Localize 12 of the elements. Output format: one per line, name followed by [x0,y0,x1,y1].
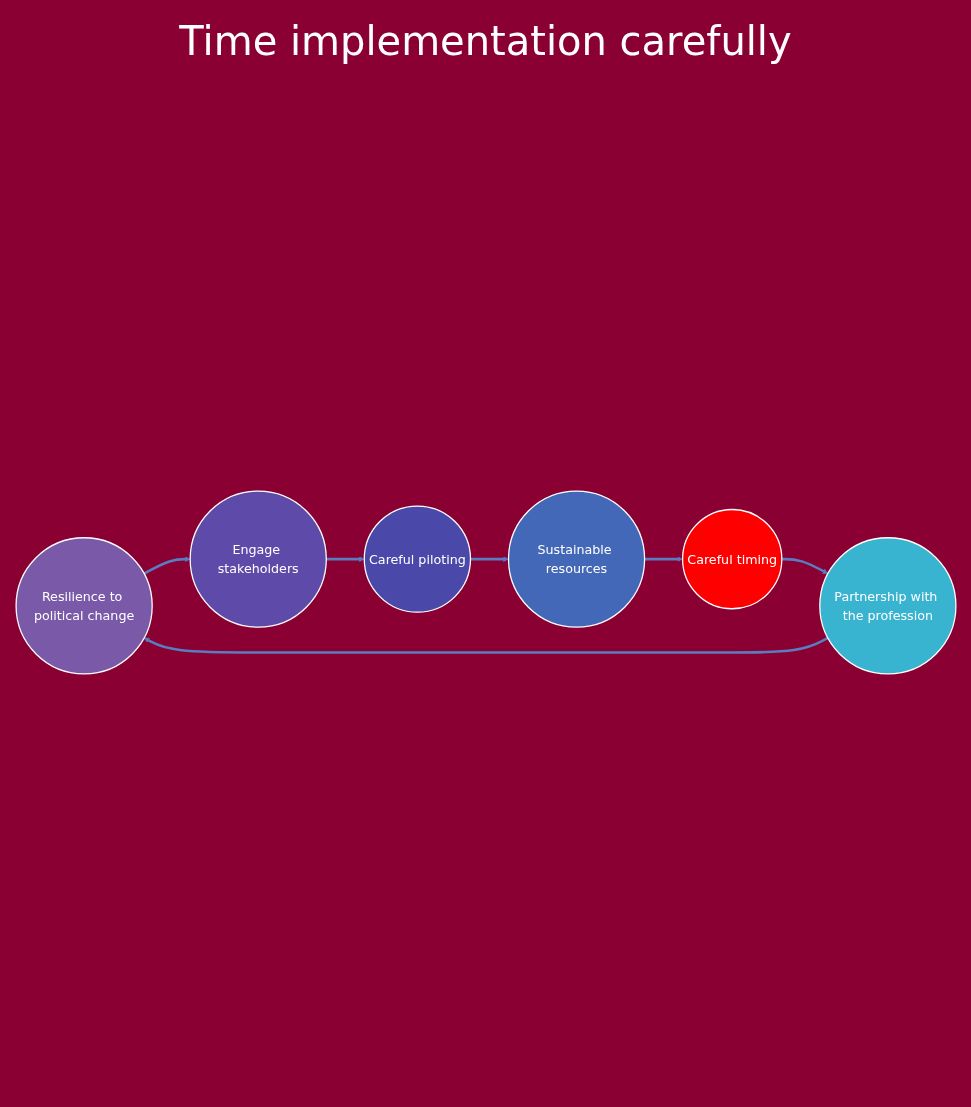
node-circle: Careful piloting [363,504,471,613]
arrow [470,555,509,562]
node-circle: Partnership with the profession [818,536,957,675]
node-circle: Engage stakeholders [189,489,327,628]
arrow [781,557,828,574]
arrow [143,555,190,575]
diagram-title: Time implementation carefully [178,18,793,64]
node-circle: Careful timing [681,508,782,609]
node-circle: Resilience to political change [14,536,153,675]
node-circle: Sustainable resources [507,489,645,628]
arrow [143,636,828,654]
arrow [644,555,683,562]
